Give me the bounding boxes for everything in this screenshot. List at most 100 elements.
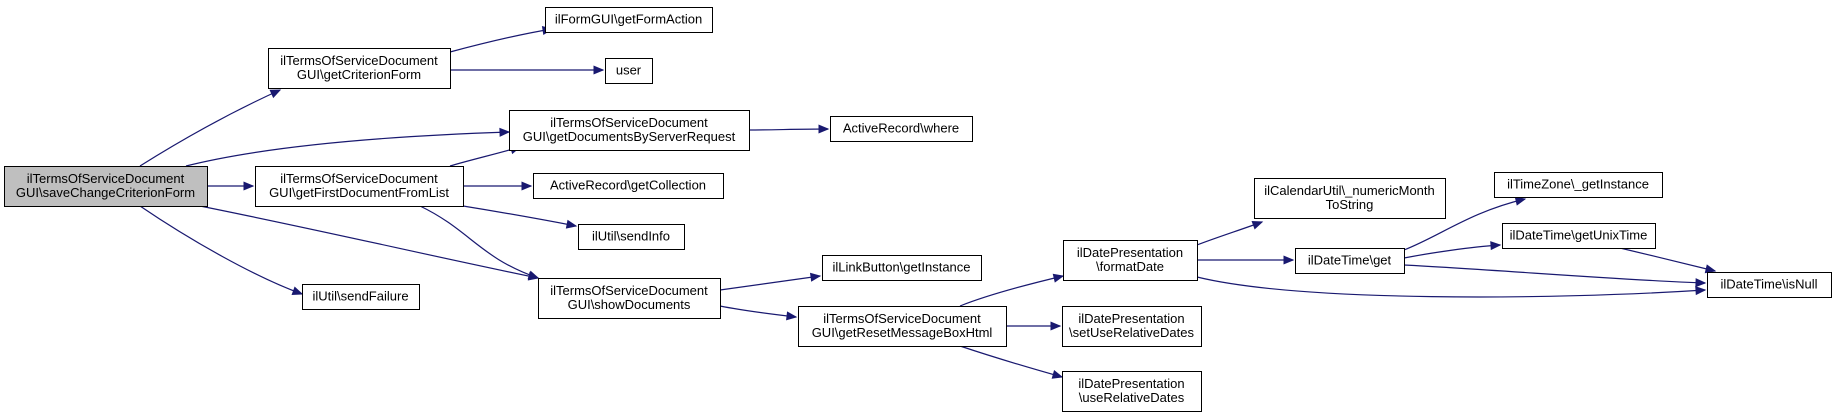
node-label-line: ilDateTime\get [1308, 253, 1392, 268]
node-isNull[interactable]: ilDateTime\isNull [1707, 272, 1832, 298]
node-label-line: GUI\getResetMessageBoxHtml [812, 325, 993, 340]
edge-formatDate-to-numMonth [1196, 220, 1264, 246]
edge-line [139, 89, 281, 167]
node-label-line: ilTermsOfServiceDocument [823, 311, 981, 326]
node-box [605, 58, 653, 84]
node-label-line: ilLinkButton\getInstance [832, 260, 970, 275]
node-label-line: ilTermsOfServiceDocument [550, 283, 708, 298]
node-label-line: ilDateTime\isNull [1720, 277, 1817, 292]
edge-showDocs-to-linkBtn [719, 272, 822, 291]
node-label-line: GUI\getDocumentsByServerRequest [523, 129, 736, 144]
node-box [822, 255, 982, 281]
arrowhead [818, 124, 830, 134]
arrowhead [1283, 255, 1295, 265]
arrowhead [1052, 273, 1065, 283]
node-label-line: \useRelativeDates [1079, 390, 1185, 405]
edge-resetMsg-to-setRelDates [1006, 321, 1062, 331]
edge-line [959, 345, 1063, 378]
node-box [1295, 248, 1405, 274]
edge-line [185, 131, 510, 167]
node-getFirstDoc[interactable]: ilTermsOfServiceDocumentGUI\getFirstDocu… [255, 166, 464, 207]
arrowhead [1695, 278, 1707, 288]
node-user[interactable]: user [605, 58, 653, 84]
arrowhead [269, 89, 282, 99]
node-dtGet[interactable]: ilDateTime\get [1295, 248, 1405, 274]
node-label-line: ilTermsOfServiceDocument [280, 171, 438, 186]
edge-line [959, 275, 1064, 307]
arrowhead [1704, 264, 1717, 274]
node-label-line: ilDatePresentation [1078, 376, 1184, 391]
arrowhead [786, 311, 798, 321]
node-label-line: ilDatePresentation [1077, 245, 1183, 260]
node-box [1254, 178, 1446, 219]
edge-line [1619, 247, 1716, 272]
node-tzInst[interactable]: ilTimeZone\_getInstance [1494, 172, 1663, 198]
node-label-line: GUI\getCriterionForm [297, 67, 421, 82]
node-useRelDates[interactable]: ilDatePresentation\useRelativeDates [1062, 371, 1202, 412]
edge-resetMsg-to-useRelDates [959, 345, 1064, 379]
arrowhead [527, 270, 540, 280]
node-box [1063, 240, 1198, 281]
edge-line [1403, 198, 1526, 251]
edge-line [449, 28, 553, 53]
edge-line [1403, 244, 1501, 259]
edge-line [199, 205, 539, 279]
edge-showDocs-to-resetMsg [719, 305, 798, 321]
edge-unixTime-to-isNull [1619, 247, 1717, 274]
node-label-line: GUI\saveChangeCriterionForm [16, 185, 195, 200]
node-getFormAction[interactable]: ilFormGUI\getFormAction [545, 7, 713, 33]
node-label-line: ActiveRecord\getCollection [550, 178, 706, 193]
node-label-line: GUI\getFirstDocumentFromList [269, 185, 449, 200]
edge-getFirstDoc-to-arGetCollection [463, 181, 533, 191]
node-box [798, 306, 1007, 347]
arrowhead [1695, 286, 1707, 296]
edge-getCriterionForm-to-getFormAction [449, 26, 554, 53]
node-setRelDates[interactable]: ilDatePresentation\setUseRelativeDates [1062, 306, 1202, 347]
edge-dtGet-to-isNull [1403, 264, 1707, 288]
arrowhead [809, 272, 822, 282]
arrowhead [499, 127, 511, 137]
node-getCriterionForm[interactable]: ilTermsOfServiceDocumentGUI\getCriterion… [268, 48, 451, 89]
node-label-line: user [616, 63, 642, 78]
node-box [1494, 172, 1663, 198]
edge-dtGet-to-unixTime [1403, 241, 1502, 259]
arrowhead [521, 181, 533, 191]
node-arGetCollection[interactable]: ActiveRecord\getCollection [533, 173, 724, 199]
node-formatDate[interactable]: ilDatePresentation\formatDate [1063, 240, 1198, 281]
node-showDocs[interactable]: ilTermsOfServiceDocumentGUI\showDocument… [538, 278, 721, 319]
node-saveChange[interactable]: ilTermsOfServiceDocumentGUI\saveChangeCr… [4, 166, 208, 207]
edge-resetMsg-to-formatDate [959, 273, 1065, 307]
node-box [255, 166, 464, 207]
node-label-line: ilUtil\sendFailure [312, 289, 408, 304]
node-box [578, 224, 685, 250]
edge-saveChange-to-showDocs [199, 205, 540, 281]
node-sendInfo[interactable]: ilUtil\sendInfo [578, 224, 685, 250]
arrowhead [565, 219, 578, 229]
edge-getFirstDoc-to-sendInfo [462, 205, 578, 229]
node-resetMsg[interactable]: ilTermsOfServiceDocumentGUI\getResetMess… [798, 306, 1007, 347]
node-box [1502, 223, 1656, 249]
edge-line [1196, 276, 1706, 298]
arrowhead [1514, 196, 1527, 206]
edge-formatDate-to-dtGet [1197, 255, 1295, 265]
arrowhead [1490, 241, 1502, 251]
node-arWhere[interactable]: ActiveRecord\where [830, 116, 973, 142]
node-unixTime[interactable]: ilDateTime\getUnixTime [1502, 223, 1656, 249]
node-box [509, 110, 750, 151]
edge-saveChange-to-sendFailure [139, 205, 304, 296]
edge-getFirstDoc-to-showDocs [419, 205, 540, 280]
edge-line [139, 205, 303, 295]
node-label-line: \formatDate [1096, 259, 1164, 274]
node-getDocsByReq[interactable]: ilTermsOfServiceDocumentGUI\getDocuments… [509, 110, 750, 151]
edge-formatDate-to-isNull [1196, 276, 1707, 298]
call-graph-edges [139, 26, 1717, 379]
node-linkBtn[interactable]: ilLinkButton\getInstance [822, 255, 982, 281]
edge-getCriterionForm-to-user [450, 65, 605, 75]
edge-dtGet-to-tzInst [1403, 196, 1527, 251]
node-box [1062, 306, 1202, 347]
node-box [268, 48, 451, 89]
node-sendFailure[interactable]: ilUtil\sendFailure [302, 284, 420, 310]
node-box [538, 278, 721, 319]
node-label-line: ilDatePresentation [1078, 311, 1184, 326]
